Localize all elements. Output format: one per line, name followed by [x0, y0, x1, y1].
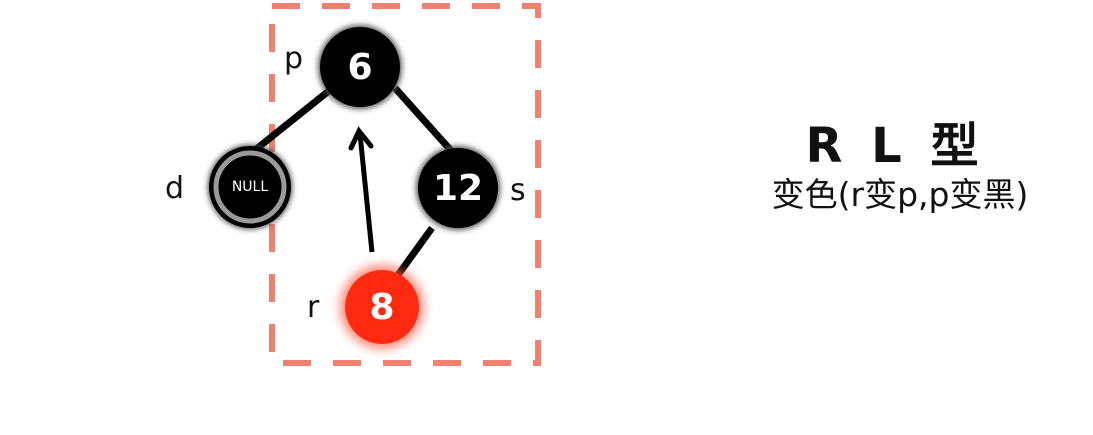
node-r-value: 8	[369, 287, 395, 328]
case-title: R L 型	[805, 118, 985, 174]
node-d-value: NULL	[231, 179, 269, 195]
node-s	[416, 146, 500, 230]
label-p: p	[284, 41, 304, 76]
node-p-value: 6	[347, 47, 373, 88]
node-p	[318, 25, 402, 109]
node-d-null	[208, 145, 292, 229]
arrow-icon	[348, 126, 375, 253]
edge-p-d	[252, 87, 333, 153]
edge-p-s	[392, 85, 458, 158]
label-s: s	[510, 173, 526, 208]
label-d: d	[165, 171, 185, 206]
node-s-value: 12	[432, 168, 484, 209]
edge-s-r	[395, 225, 435, 278]
case-description: 变色(r变p,p变黑)	[771, 175, 1029, 214]
node-r	[340, 265, 424, 349]
label-r: r	[307, 290, 320, 325]
